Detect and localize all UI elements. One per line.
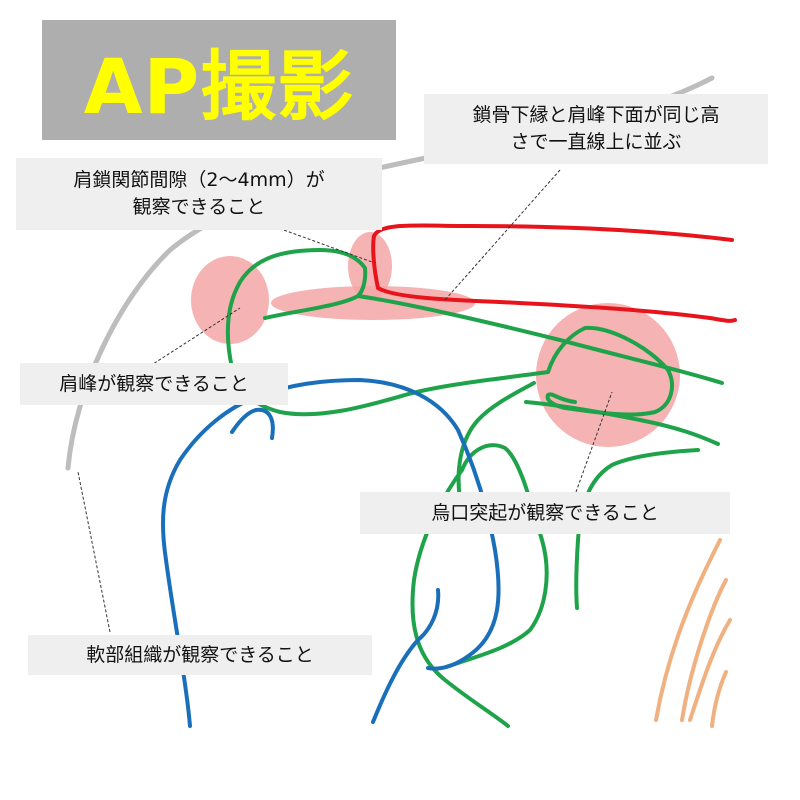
rib-line-1: [654, 538, 722, 722]
leader-clavicle-line: [444, 169, 561, 301]
humerus: [161, 377, 501, 728]
humeral-tubercle: [230, 407, 275, 440]
rib-line-2: [680, 578, 728, 722]
leader-soft-tissue: [77, 471, 111, 633]
scapula: [225, 248, 724, 728]
leader-lines: [77, 169, 613, 633]
coracoid-callout: 烏口突起が観察できること: [360, 492, 730, 534]
clavicle-callout-line-2: さで一直線上に並ぶ: [510, 131, 682, 153]
leader-coracoid: [575, 391, 613, 493]
coracoid-highlight: [536, 303, 680, 447]
clavicle-callout-line-1: 鎖骨下縁と肩峰下面が同じ高: [472, 104, 720, 126]
humeral-shaft-right: [371, 588, 441, 724]
acromion-callout: 肩峰が観察できること: [20, 363, 288, 405]
coracoid-outline: [545, 325, 674, 417]
ac-joint-callout-line-2: 観察できること: [132, 196, 266, 218]
scapular-lateral-border-inner: [444, 443, 549, 669]
ac-joint-callout: 肩鎖関節間隙（2～4mm）が 観察できること: [16, 158, 382, 230]
leader-acromion: [149, 307, 241, 367]
title-banner: AP撮影: [42, 20, 396, 140]
clavicle-alignment-callout: 鎖骨下縁と肩峰下面が同じ高 さで一直線上に並ぶ: [424, 94, 768, 164]
scapular-medial-curve: [574, 448, 700, 610]
highlight-regions: [191, 232, 680, 447]
soft-tissue-callout: 軟部組織が観察できること: [28, 635, 372, 675]
ac-joint-highlight: [348, 232, 392, 300]
humeral-head: [161, 377, 501, 728]
ac-joint-callout-line-1: 肩鎖関節間隙（2～4mm）が: [73, 169, 325, 191]
acromion-highlight: [191, 256, 269, 344]
glenoid-edge: [524, 400, 720, 446]
clavicle: [371, 223, 737, 323]
page-title: AP撮影: [83, 42, 355, 131]
acromion-outline: [225, 248, 368, 370]
leader-ac-joint: [269, 224, 373, 263]
clavicle-line-highlight: [271, 286, 475, 320]
rib-line-3: [688, 618, 732, 722]
rib-line-4: [710, 670, 728, 728]
scapular-spine-upper: [356, 294, 724, 385]
ribs: [654, 538, 732, 728]
